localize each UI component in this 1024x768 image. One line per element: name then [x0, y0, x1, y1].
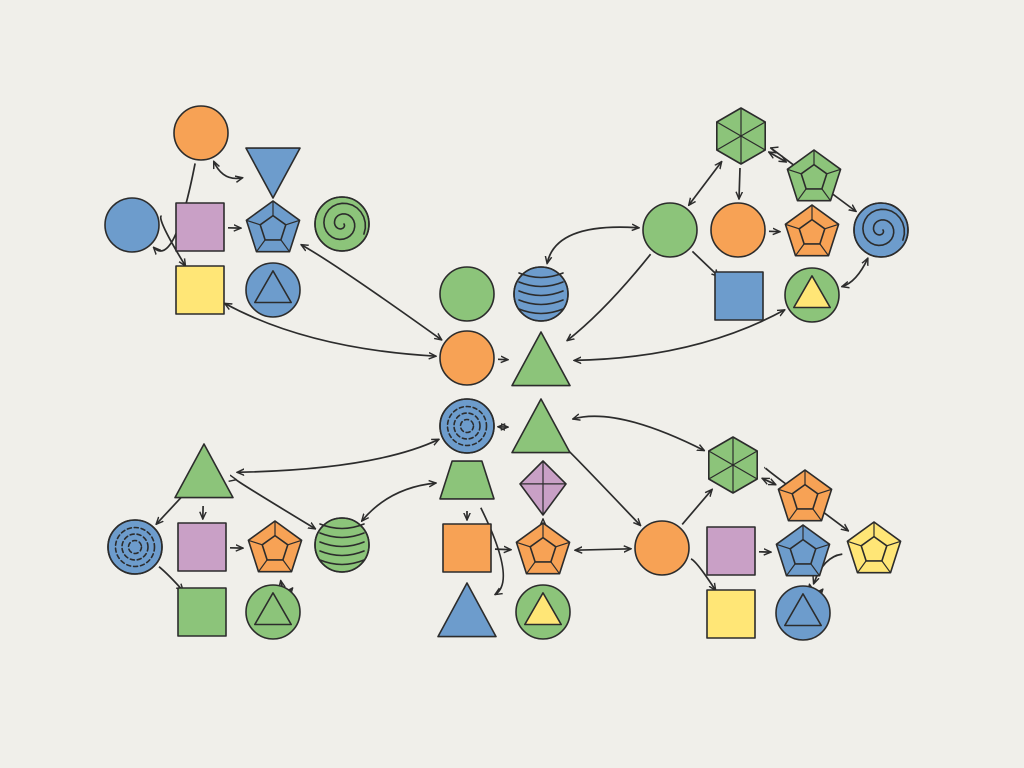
edge-c-pattern-blue-to-bl-triangle-green: [237, 438, 439, 472]
edge-tl-circle-orange-to-tl-triangle-down-blue: [212, 161, 243, 178]
c-circle-orange-node: [439, 330, 495, 386]
bl-square-purple-node: [177, 522, 227, 572]
c-triangle-green-1-node: [511, 331, 571, 387]
bl-square-green-node: [177, 587, 227, 637]
tl-circle-orange-node: [173, 105, 229, 161]
br-square-purple-node: [706, 526, 756, 576]
c-striped-blue-node: [513, 266, 569, 322]
bl-circle-triangle-green-node: [245, 584, 301, 640]
c-circle-green-node: [439, 266, 495, 322]
br-pentagon-yellow-node: [846, 521, 902, 574]
edge-tr-swirl-blue-to-tr-circle-triangle-yellow: [842, 258, 869, 287]
c-triangle-green-2-node: [511, 398, 571, 454]
edge-bc-pentagon-orange-to-br-circle-orange: [575, 549, 631, 550]
edge-br-pentagon-yellow-to-br-circle-triangle-blue: [814, 553, 843, 584]
br-hexagon-green-node: [707, 436, 759, 494]
tl-circle-blue-node: [104, 197, 160, 253]
edge-tr-circle-triangle-yellow-to-c-triangle-green-1: [574, 310, 785, 361]
edge-tl-pentagon-blue-to-c-circle-orange: [301, 245, 442, 340]
br-square-yellow-node: [706, 589, 756, 639]
c-pattern-blue-node: [439, 398, 495, 454]
bl-triangle-green-node: [174, 443, 234, 499]
tl-triangle-down-blue-node: [245, 147, 301, 199]
tl-square-purple-node: [175, 202, 225, 252]
bc-pentagon-orange-node: [515, 522, 571, 575]
edge-tr-hexagon-green-to-tr-swirl-blue: [771, 148, 856, 212]
bl-pattern-blue-node: [107, 519, 163, 575]
tr-hexagon-green-node: [715, 107, 767, 165]
br-pentagon-orange-node: [777, 469, 833, 522]
edge-br-hexagon-green-to-br-pentagon-orange: [762, 477, 776, 486]
edge-c-striped-blue-to-tr-circle-green: [547, 227, 639, 264]
tr-pentagon-orange-node: [784, 204, 840, 257]
tl-square-yellow-node: [175, 265, 225, 315]
edge-bc-trapezoid-green-to-bc-triangle-blue: [480, 507, 505, 595]
tr-pentagon-green-node: [786, 149, 842, 202]
edge-bl-triangle-green-to-bl-pattern-blue: [156, 496, 183, 524]
edge-c-triangle-green-2-to-br-hexagon-green: [573, 416, 705, 450]
edge-tl-circle-blue-to-tl-square-yellow: [159, 214, 186, 266]
tl-swirl-green-node: [314, 196, 370, 252]
edge-c-triangle-green-2-to-br-circle-orange: [565, 448, 641, 526]
edge-tr-hexagon-green-to-tr-circle-orange: [739, 167, 740, 199]
edge-bc-square-orange-to-bc-pentagon-orange: [494, 549, 511, 550]
br-pentagon-blue-node: [775, 524, 831, 577]
edge-tl-square-yellow-to-c-circle-orange: [225, 303, 436, 356]
tr-swirl-blue-node: [853, 202, 909, 258]
bc-kite-purple-node: [519, 460, 567, 516]
edge-br-circle-orange-to-br-hexagon-green: [681, 489, 712, 525]
tl-pentagon-blue-node: [245, 200, 301, 253]
bc-trapezoid-green-node: [439, 460, 495, 500]
bc-circle-triangle-yellow-node: [515, 584, 571, 640]
edge-bl-striped-green-to-bc-trapezoid-green: [362, 483, 436, 521]
edge-tl-circle-orange-to-tl-circle-blue: [154, 163, 196, 251]
bc-square-orange-node: [442, 523, 492, 573]
bl-striped-green-node: [314, 517, 370, 573]
edge-layer: [154, 148, 869, 595]
edge-br-circle-orange-to-br-square-yellow: [690, 558, 716, 591]
br-circle-triangle-blue-node: [775, 585, 831, 641]
node-layer: [104, 105, 909, 641]
tr-circle-triangle-yellow-node: [784, 267, 840, 323]
tr-square-blue-node: [714, 271, 764, 321]
tl-circle-triangle-blue-node: [245, 262, 301, 318]
bc-triangle-blue-node: [437, 582, 497, 638]
br-circle-orange-node: [634, 520, 690, 576]
edge-tr-hexagon-green-to-tr-circle-green: [689, 162, 722, 206]
tr-circle-green-node: [642, 202, 698, 258]
edge-tr-circle-green-to-c-triangle-green-1: [567, 253, 652, 341]
bl-pentagon-orange-node: [247, 520, 303, 573]
tr-circle-orange-node: [710, 202, 766, 258]
